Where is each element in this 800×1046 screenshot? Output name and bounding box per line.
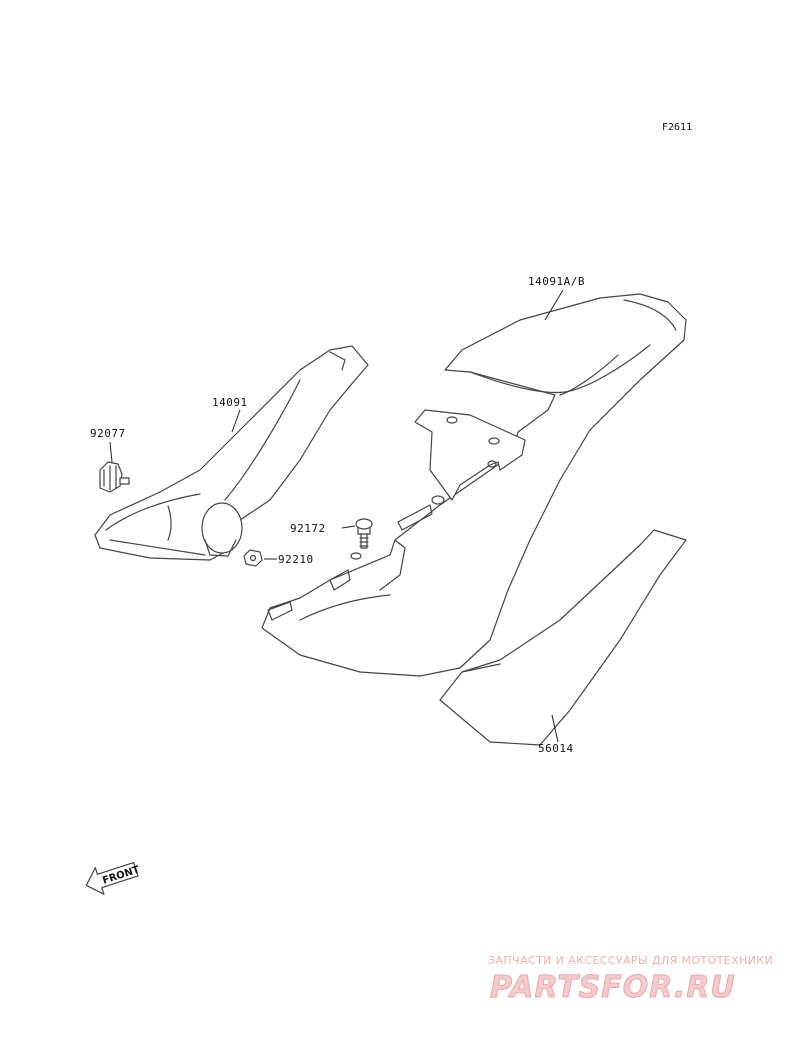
svg-text:92077: 92077 xyxy=(90,427,126,440)
label-side-cover: 14091 xyxy=(212,396,248,433)
svg-text:56014: 56014 xyxy=(538,742,574,755)
front-direction-badge: FRONT xyxy=(85,861,141,895)
watermark-tagline: ЗАПЧАСТИ И АКСЕССУАРЫ ДЛЯ МОТОТЕХНИКИ xyxy=(488,954,773,967)
figure-code: F2611 xyxy=(662,122,692,133)
knob-part[interactable] xyxy=(99,461,130,493)
screw-part[interactable] xyxy=(355,518,373,549)
svg-text:14091A/B: 14091A/B xyxy=(528,275,585,288)
label-knob: 92077 xyxy=(90,427,126,463)
pad-part[interactable] xyxy=(439,529,687,746)
svg-text:92210: 92210 xyxy=(278,553,314,566)
side-cover-part[interactable] xyxy=(94,345,369,561)
svg-text:92172: 92172 xyxy=(290,522,326,535)
svg-text:14091: 14091 xyxy=(212,396,248,409)
seat-cowl-part[interactable] xyxy=(261,293,687,677)
watermark-logo: PARTSFOR.RU xyxy=(490,970,736,1005)
nut-part[interactable] xyxy=(243,549,263,567)
label-seat-cowl: 14091A/B xyxy=(528,275,585,321)
label-screw: 92172 xyxy=(290,522,356,535)
watermark: ЗАПЧАСТИ И АКСЕССУАРЫ ДЛЯ МОТОТЕХНИКИ PA… xyxy=(488,954,773,1006)
label-nut: 92210 xyxy=(264,553,314,566)
label-pad: 56014 xyxy=(538,714,574,755)
arrow-left-icon xyxy=(85,861,139,895)
